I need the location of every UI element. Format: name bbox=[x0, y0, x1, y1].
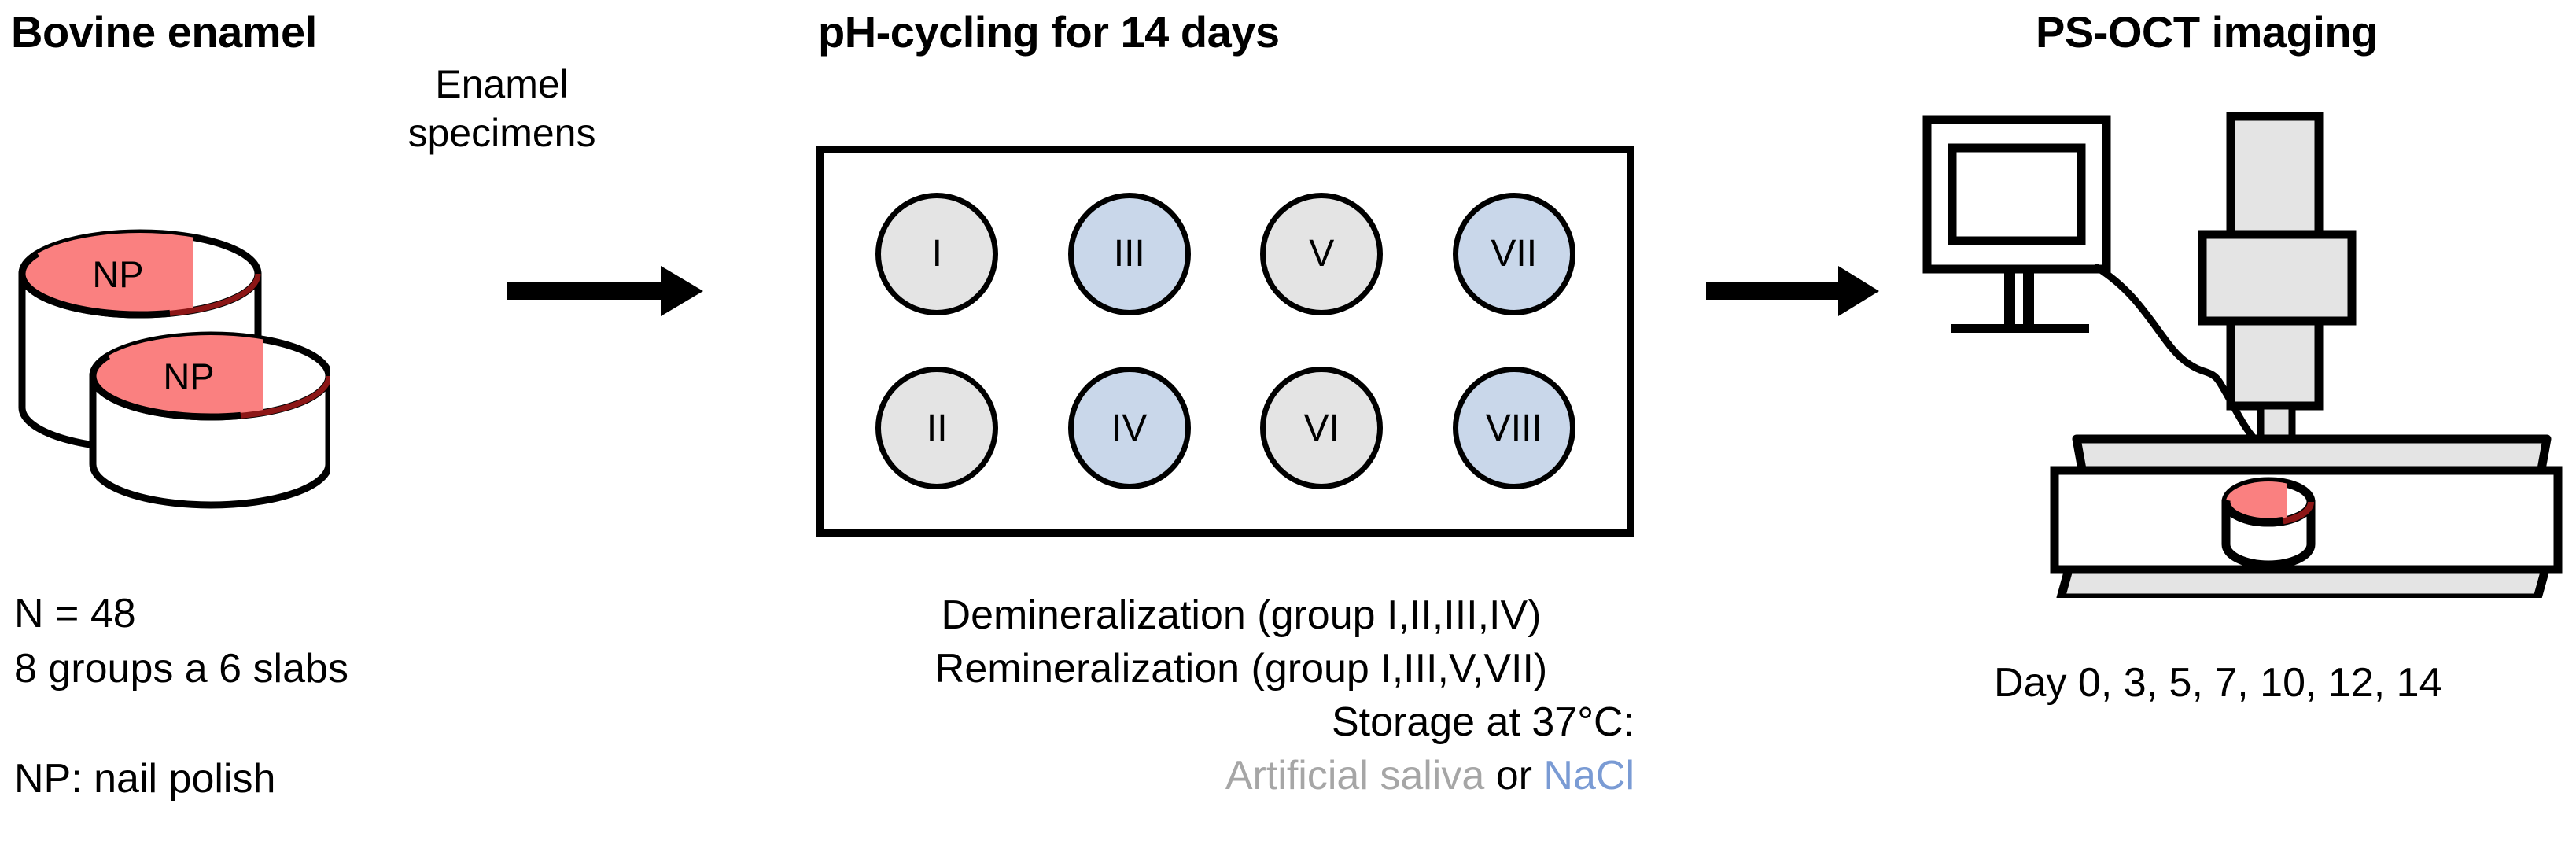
ph-well-label: VIII bbox=[1485, 407, 1542, 449]
demineralization-line: Demineralization (group I,II,III,IV) bbox=[941, 592, 1542, 638]
ph-cycling-well-grid: I III V VII II IV VI VIII bbox=[824, 153, 1627, 529]
nacl-label: NaCl bbox=[1543, 753, 1634, 798]
storage-medium-line: Artificial saliva or NaCl bbox=[848, 752, 1634, 799]
ph-well-label: VII bbox=[1491, 233, 1538, 275]
enamel-specimen-illustration: NP NP bbox=[0, 181, 330, 511]
ph-well-label: I bbox=[931, 233, 942, 275]
ph-well-i[interactable]: I bbox=[875, 192, 999, 315]
ph-well-label: III bbox=[1113, 233, 1145, 275]
nail-polish-edge-back bbox=[19, 230, 261, 318]
storage-line: Storage at 37°C: bbox=[1331, 699, 1634, 745]
ph-well-label: IV bbox=[1111, 407, 1148, 449]
enamel-specimens-label-line2: specimens bbox=[407, 111, 596, 155]
oct-probe-icon bbox=[2198, 112, 2357, 478]
cylinder-top-edge-back bbox=[18, 229, 262, 319]
ph-well-iii[interactable]: III bbox=[1067, 192, 1191, 315]
ph-well-ii[interactable]: II bbox=[875, 367, 999, 490]
ph-cycling-tray: I III V VII II IV VI VIII bbox=[816, 146, 1634, 537]
monitor-icon bbox=[1922, 115, 2111, 333]
right-panel-title: PS-OCT imaging bbox=[2036, 7, 2378, 57]
group-structure-note: 8 groups a 6 slabs bbox=[14, 646, 348, 692]
right-arrow-icon-1 bbox=[503, 260, 708, 323]
nail-polish-edge-front bbox=[90, 332, 330, 420]
cable-icon bbox=[2093, 264, 2260, 444]
specimen-on-stage bbox=[2221, 477, 2316, 570]
imaging-timepoints: Day 0, 3, 5, 7, 10, 12, 14 bbox=[1994, 660, 2442, 706]
medium-conjunction: or bbox=[1484, 753, 1544, 798]
ph-well-label: II bbox=[926, 407, 948, 449]
ph-cycling-caption: Demineralization (group I,II,III,IV) Rem… bbox=[848, 592, 1634, 799]
ph-well-viii[interactable]: VIII bbox=[1452, 367, 1575, 490]
remineralization-line: Remineralization (group I,III,V,VII) bbox=[934, 646, 1548, 692]
ph-well-label: VI bbox=[1303, 407, 1340, 449]
nail-polish-legend: NP: nail polish bbox=[14, 756, 276, 802]
ps-oct-apparatus-illustration bbox=[1911, 110, 2572, 598]
ph-well-vii[interactable]: VII bbox=[1452, 192, 1575, 315]
ph-well-v[interactable]: V bbox=[1260, 192, 1384, 315]
specimen-label-back: NP bbox=[92, 253, 143, 295]
specimen-label-front: NP bbox=[163, 356, 214, 397]
sample-size-note: N = 48 bbox=[14, 591, 136, 636]
artificial-saliva-label: Artificial saliva bbox=[1225, 753, 1485, 798]
right-arrow-icon-2 bbox=[1703, 260, 1884, 323]
cylinder-top-edge-front bbox=[89, 331, 330, 421]
enamel-specimens-label-line1: Enamel bbox=[435, 62, 569, 106]
ph-well-iv[interactable]: IV bbox=[1067, 367, 1191, 490]
middle-panel-title: pH-cycling for 14 days bbox=[818, 7, 1280, 57]
ph-well-vi[interactable]: VI bbox=[1260, 367, 1384, 490]
left-panel-title: Bovine enamel bbox=[11, 7, 317, 57]
ph-well-label: V bbox=[1309, 233, 1335, 275]
